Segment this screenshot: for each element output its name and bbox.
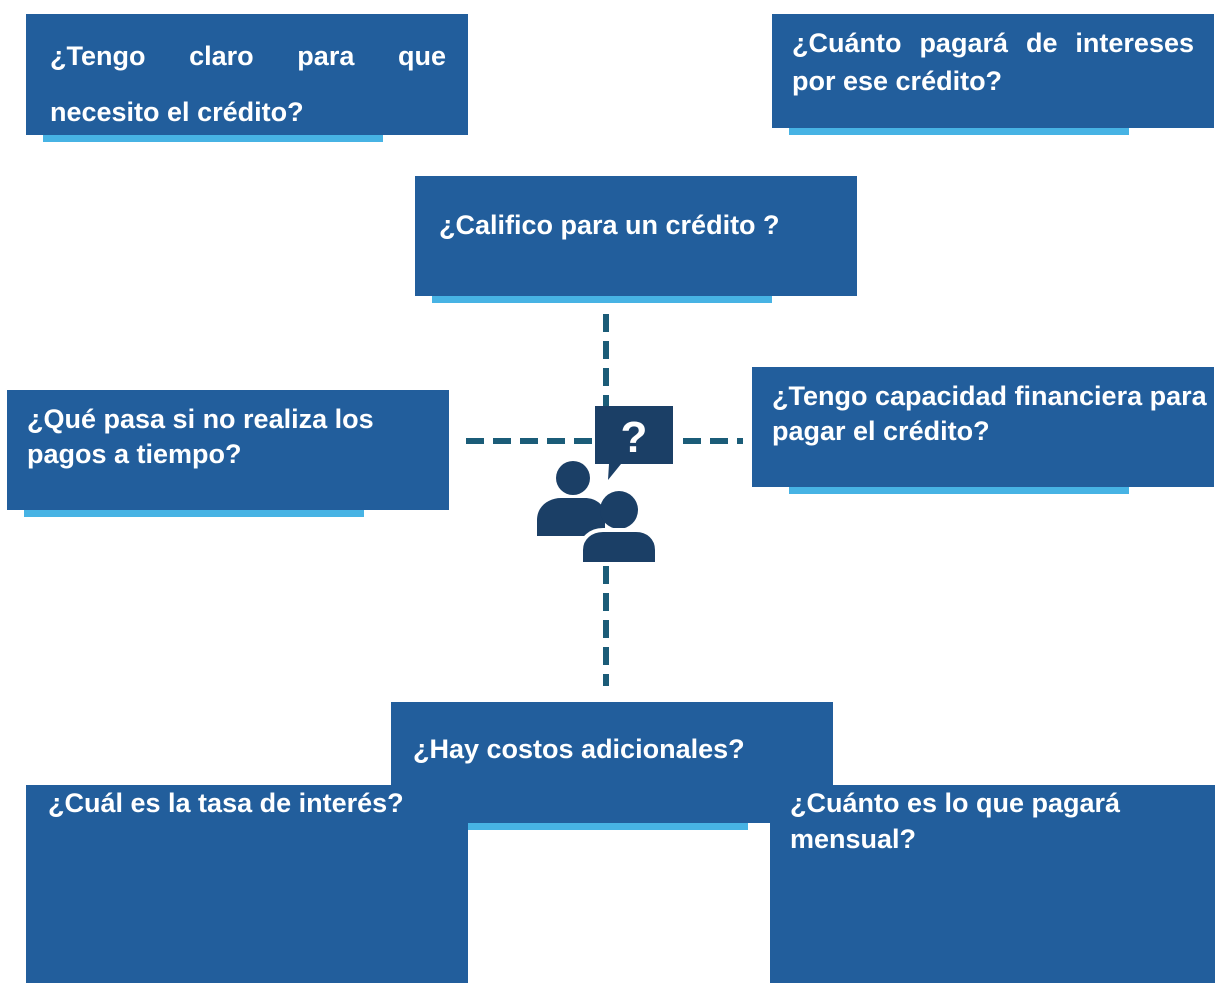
box-underline [432,296,772,303]
box-underline [789,128,1129,135]
question-box-rate: ¿Cuál es la tasa de interés? [26,785,468,983]
box-underline [789,487,1129,494]
speech-bubble-icon [595,406,673,480]
question-text-capacity: ¿Tengo capacidad financiera para pagar e… [772,381,1207,447]
question-mark-glyph: ? [621,413,648,462]
person-back-body [537,498,605,536]
box-underline [408,823,748,830]
question-text-late-payment: ¿Qué pasa si no realiza los pagos a tiem… [27,404,374,470]
question-text-purpose: ¿Tengo claro para que necesito el crédit… [50,41,446,127]
question-box-purpose: ¿Tengo claro para que necesito el crédit… [26,14,468,135]
box-underline [24,510,364,517]
question-text-rate: ¿Cuál es la tasa de interés? [48,788,404,818]
question-box-monthly: ¿Cuánto es lo que pagará mensual? [770,785,1215,983]
connector-top [603,314,609,414]
connector-right [683,438,743,444]
box-underline [43,135,383,142]
people-question-icon: ? [537,406,673,566]
connector-bottom [603,566,609,686]
question-box-late-payment: ¿Qué pasa si no realiza los pagos a tiem… [7,390,449,510]
question-text-extra-costs: ¿Hay costos adicionales? [413,734,745,764]
question-text-interest-total: ¿Cuánto pagará de intereses por ese créd… [792,28,1194,96]
question-text-qualify: ¿Califico para un crédito ? [439,210,780,240]
person-front-body [579,528,659,566]
person-back-head [556,461,590,495]
question-box-capacity: ¿Tengo capacidad financiera para pagar e… [752,367,1214,487]
connector-left [466,438,596,444]
question-box-qualify: ¿Califico para un crédito ? [415,176,857,296]
person-front-head [600,491,638,529]
question-box-interest-total: ¿Cuánto pagará de intereses por ese créd… [772,14,1214,128]
question-text-monthly: ¿Cuánto es lo que pagará mensual? [790,788,1121,854]
